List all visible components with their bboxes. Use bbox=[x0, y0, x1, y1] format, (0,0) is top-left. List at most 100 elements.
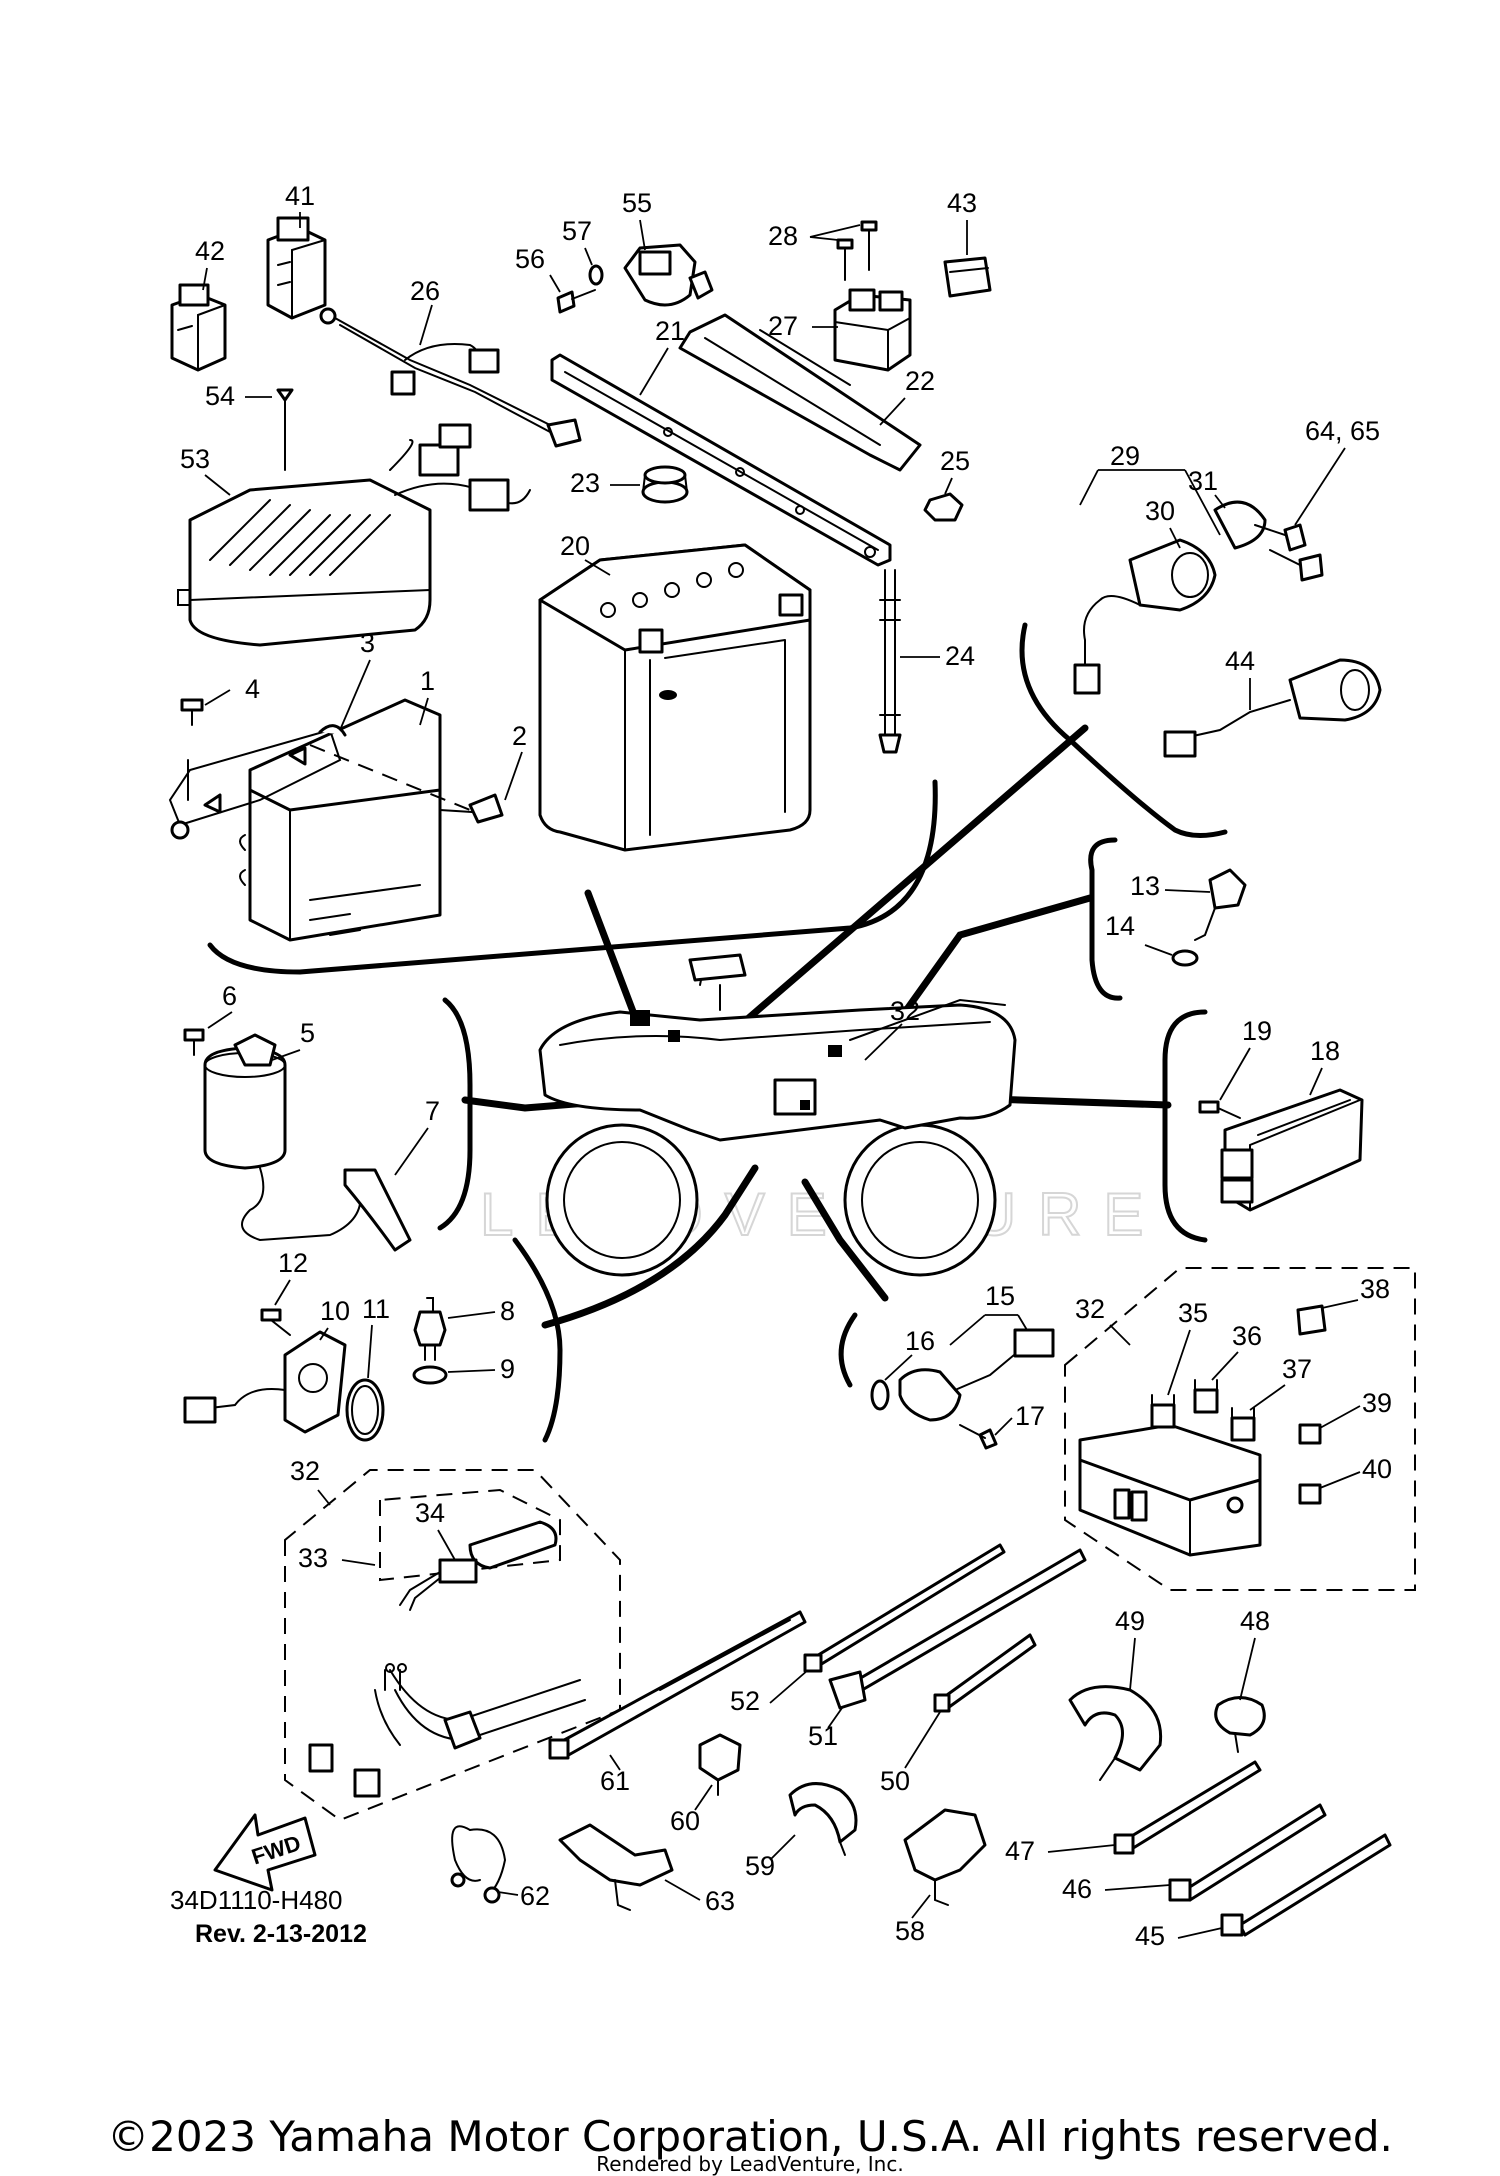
callout-6: 6 bbox=[222, 981, 237, 1011]
callout-41: 41 bbox=[285, 181, 315, 211]
callout-40: 40 bbox=[1362, 1454, 1392, 1484]
part-grommet-23 bbox=[641, 465, 689, 504]
diagram-code: 34D1110-H480 bbox=[170, 1885, 343, 1915]
callout-13: 13 bbox=[1130, 871, 1160, 901]
part-bolt-17 bbox=[978, 1428, 998, 1450]
callout-32-fusebox: 32 bbox=[1075, 1294, 1105, 1324]
callout-32-harness: 32 bbox=[290, 1456, 320, 1486]
part-rod-24 bbox=[878, 569, 902, 754]
callout-7: 7 bbox=[425, 1096, 440, 1126]
part-fuse-40 bbox=[1298, 1483, 1322, 1505]
callout-10: 10 bbox=[320, 1296, 350, 1326]
callout-44: 44 bbox=[1225, 646, 1255, 676]
callout-21: 21 bbox=[655, 316, 685, 346]
callout-16: 16 bbox=[905, 1326, 935, 1356]
part-clip-60 bbox=[698, 1733, 742, 1796]
callout-50: 50 bbox=[880, 1766, 910, 1796]
callout-29: 29 bbox=[1110, 441, 1140, 471]
callout-61: 61 bbox=[600, 1766, 630, 1796]
callout-45: 45 bbox=[1135, 1921, 1165, 1951]
part-oring-11 bbox=[345, 1378, 385, 1442]
part-bolt-12 bbox=[260, 1308, 282, 1322]
callout-14: 14 bbox=[1105, 911, 1135, 941]
copyright-notice: ©2023 Yamaha Motor Corporation, U.S.A. A… bbox=[107, 2112, 1393, 2161]
callout-62: 62 bbox=[520, 1881, 550, 1911]
part-fuse-43 bbox=[943, 256, 992, 298]
callout-23: 23 bbox=[570, 468, 600, 498]
part-tie-52 bbox=[803, 1543, 1006, 1673]
part-fuse-37 bbox=[1230, 1407, 1256, 1442]
callout-35: 35 bbox=[1178, 1298, 1208, 1328]
part-battery-20 bbox=[538, 543, 812, 852]
part-harness-26 bbox=[319, 307, 582, 448]
part-coil-5 bbox=[203, 1033, 412, 1252]
callout-15: 15 bbox=[985, 1281, 1015, 1311]
part-bracket-3 bbox=[168, 724, 347, 840]
callout-33: 33 bbox=[298, 1543, 328, 1573]
fwd-arrow-icon: FWD bbox=[213, 1813, 317, 1892]
callout-43: 43 bbox=[947, 188, 977, 218]
part-washer-57 bbox=[588, 264, 604, 286]
part-relay-42 bbox=[170, 283, 227, 372]
part-tie-51 bbox=[828, 1548, 1087, 1710]
callout-19: 19 bbox=[1242, 1016, 1272, 1046]
callout-30: 30 bbox=[1145, 496, 1175, 526]
callout-55: 55 bbox=[622, 188, 652, 218]
part-bolt-6 bbox=[183, 1028, 205, 1042]
part-clamp-59 bbox=[788, 1782, 858, 1856]
callout-54: 54 bbox=[205, 381, 235, 411]
part-fuse-36 bbox=[1193, 1379, 1219, 1414]
callout-59: 59 bbox=[745, 1851, 775, 1881]
callout-56: 56 bbox=[515, 244, 545, 274]
callout-38: 38 bbox=[1360, 1274, 1390, 1304]
part-tie-61 bbox=[548, 1610, 807, 1760]
callout-60: 60 bbox=[670, 1806, 700, 1836]
callout-4: 4 bbox=[245, 674, 260, 704]
callout-3: 3 bbox=[360, 628, 375, 658]
part-starter-relay-27 bbox=[833, 288, 912, 372]
callout-57: 57 bbox=[562, 216, 592, 246]
callout-26: 26 bbox=[410, 276, 440, 306]
part-clamp-58 bbox=[903, 1808, 987, 1906]
callout-24: 24 bbox=[945, 641, 975, 671]
part-clamp-49 bbox=[1068, 1685, 1163, 1781]
part-tie-47 bbox=[1113, 1760, 1262, 1855]
harness-group-outline bbox=[284, 1469, 621, 1822]
callout-42: 42 bbox=[195, 236, 225, 266]
part-bolt-56 bbox=[556, 290, 576, 314]
callout-1: 1 bbox=[420, 666, 435, 696]
callout-63: 63 bbox=[705, 1886, 735, 1916]
callout-49: 49 bbox=[1115, 1606, 1145, 1636]
callout-52: 52 bbox=[730, 1686, 760, 1716]
callout-9: 9 bbox=[500, 1354, 515, 1384]
part-clamp-48 bbox=[1214, 1696, 1266, 1753]
callout-39: 39 bbox=[1362, 1388, 1392, 1418]
callout-11: 11 bbox=[362, 1294, 390, 1324]
callout-27: 27 bbox=[768, 311, 798, 341]
callout-37: 37 bbox=[1282, 1354, 1312, 1384]
part-regulator-18 bbox=[1220, 1088, 1364, 1212]
callout-46: 46 bbox=[1062, 1874, 1092, 1904]
part-fusebox-32 bbox=[1078, 1423, 1262, 1557]
part-relay-41 bbox=[266, 216, 327, 320]
part-ecu-53 bbox=[177, 423, 531, 647]
part-tie-50 bbox=[933, 1633, 1037, 1713]
part-switch-8 bbox=[413, 1297, 447, 1361]
part-bolts-28 bbox=[836, 220, 878, 281]
rendered-by-note: Rendered by LeadVenture, Inc. bbox=[596, 2152, 904, 2176]
part-clamp-63 bbox=[558, 1823, 674, 1911]
callout-53: 53 bbox=[180, 444, 210, 474]
part-sensor-15 bbox=[898, 1328, 1055, 1422]
callout-25: 25 bbox=[940, 446, 970, 476]
part-sensor-13 bbox=[1194, 868, 1247, 941]
callout-36: 36 bbox=[1232, 1321, 1262, 1351]
part-plug-44 bbox=[1163, 658, 1382, 758]
callout-31: 31 bbox=[1188, 466, 1218, 496]
part-tie-46 bbox=[1168, 1803, 1327, 1902]
callout-17: 17 bbox=[1015, 1401, 1045, 1431]
diagram-revision: Rev. 2-13-2012 bbox=[195, 1920, 367, 1948]
part-ignition-30 bbox=[1073, 538, 1217, 695]
part-strap-62 bbox=[450, 1825, 507, 1904]
callout-34: 34 bbox=[415, 1498, 445, 1528]
